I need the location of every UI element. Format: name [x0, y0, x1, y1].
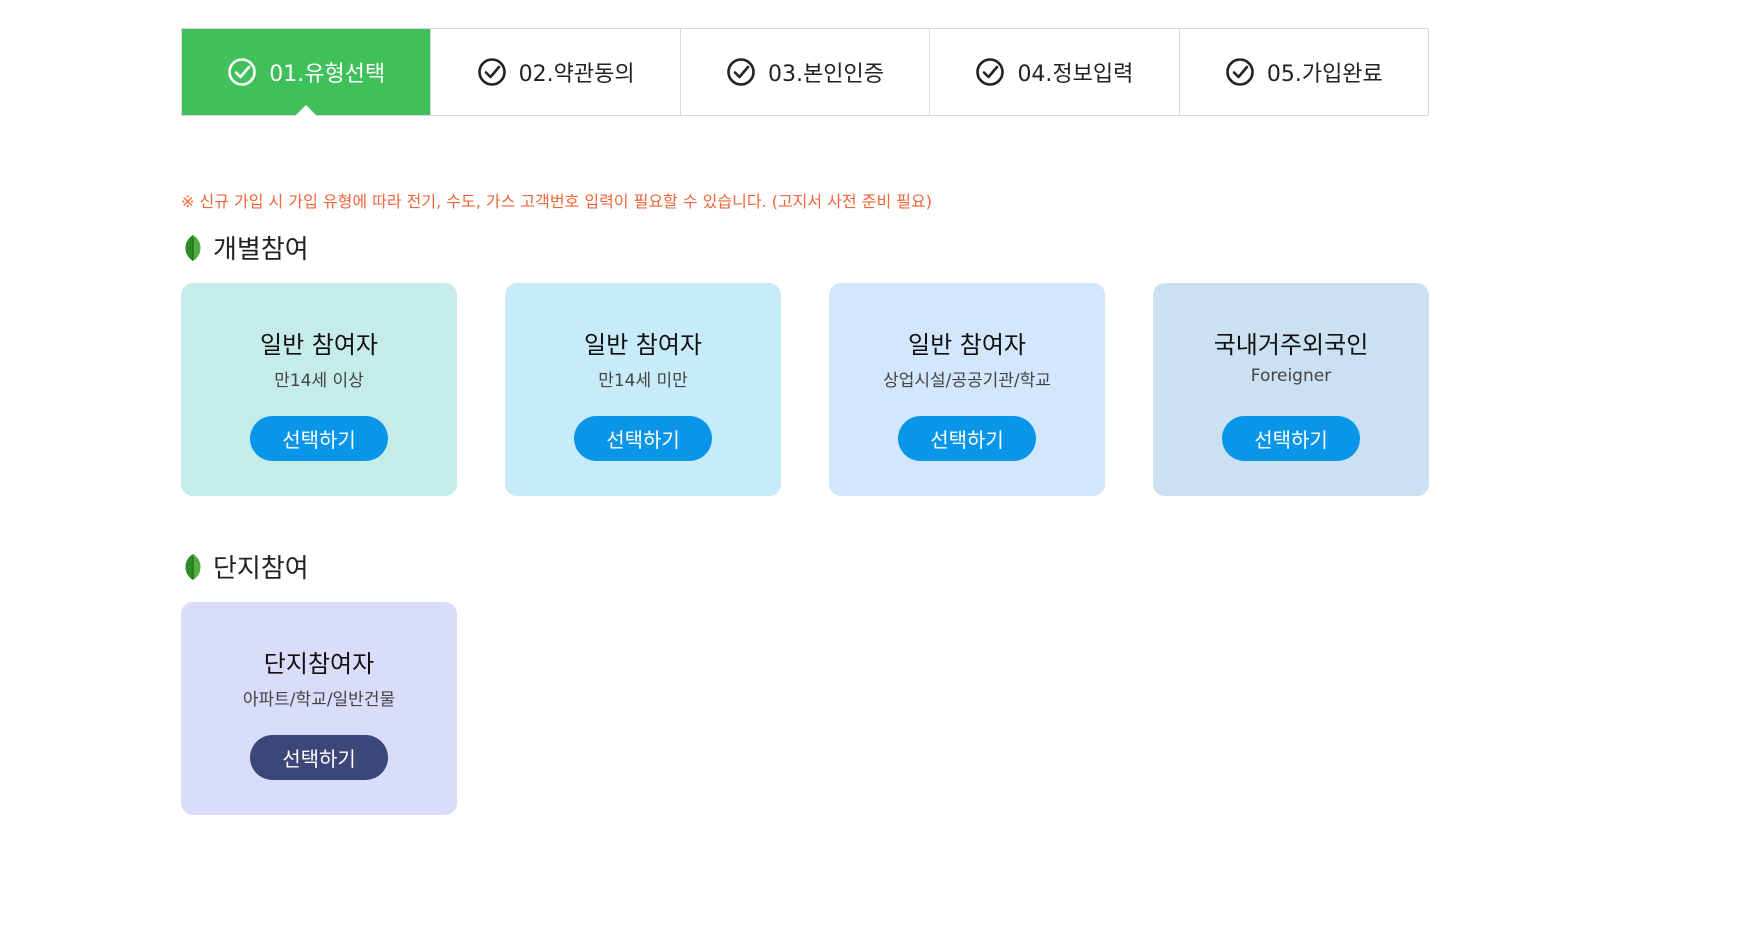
card-subtitle: 상업시설/공공기관/학교 [883, 371, 1051, 391]
card-title: 일반 참여자 [907, 331, 1027, 359]
select-button[interactable]: 선택하기 [250, 416, 388, 461]
card-subtitle: 만14세 미만 [598, 371, 688, 391]
leaf-icon [185, 234, 201, 261]
section-title-complex: 단지참여 [181, 548, 309, 585]
card-general-institution: 일반 참여자 상업시설/공공기관/학교 선택하기 [829, 283, 1105, 496]
signup-steps: 01.유형선택 02.약관동의 03.본인인증 04.정보입력 [181, 28, 1429, 116]
leaf-icon [185, 553, 201, 580]
step-label: 01.유형선택 [269, 62, 386, 87]
card-general-under14: 일반 참여자 만14세 미만 선택하기 [505, 283, 781, 496]
check-circle-icon [477, 58, 506, 86]
select-button[interactable]: 선택하기 [250, 735, 388, 780]
card-title: 단지참여자 [263, 650, 375, 678]
card-general-over14: 일반 참여자 만14세 이상 선택하기 [181, 283, 457, 496]
step-label: 03.본인인증 [768, 62, 884, 87]
step-complete[interactable]: 05.가입완료 [1180, 29, 1428, 115]
section-title-individual: 개별참여 [181, 229, 309, 266]
card-subtitle: Foreigner [1250, 366, 1332, 386]
section-title-text: 단지참여 [213, 554, 309, 584]
card-title: 국내거주외국인 [1213, 331, 1369, 359]
check-circle-icon [228, 58, 257, 86]
card-title: 일반 참여자 [583, 331, 703, 359]
select-button[interactable]: 선택하기 [574, 416, 712, 461]
check-circle-icon [727, 58, 755, 86]
card-foreigner: 국내거주외국인 Foreigner 선택하기 [1153, 283, 1429, 496]
step-info-input[interactable]: 04.정보입력 [930, 29, 1180, 115]
step-label: 04.정보입력 [1017, 62, 1134, 87]
step-label: 02.약관동의 [518, 62, 635, 87]
step-type-select[interactable]: 01.유형선택 [182, 29, 432, 115]
notice-text: ※ 신규 가입 시 가입 유형에 따라 전기, 수도, 가스 고객번호 입력이 … [181, 192, 932, 211]
card-title: 일반 참여자 [259, 331, 379, 359]
card-subtitle: 아파트/학교/일반건물 [242, 690, 396, 710]
card-complex-participant: 단지참여자 아파트/학교/일반건물 선택하기 [181, 602, 457, 815]
select-button[interactable]: 선택하기 [898, 416, 1036, 461]
select-button[interactable]: 선택하기 [1222, 416, 1360, 461]
step-verification[interactable]: 03.본인인증 [681, 29, 931, 115]
check-circle-icon [1226, 58, 1254, 86]
step-terms[interactable]: 02.약관동의 [431, 29, 681, 115]
step-label: 05.가입완료 [1266, 62, 1383, 87]
section-title-text: 개별참여 [213, 235, 309, 265]
check-circle-icon [976, 58, 1005, 86]
card-subtitle: 만14세 이상 [274, 371, 364, 391]
